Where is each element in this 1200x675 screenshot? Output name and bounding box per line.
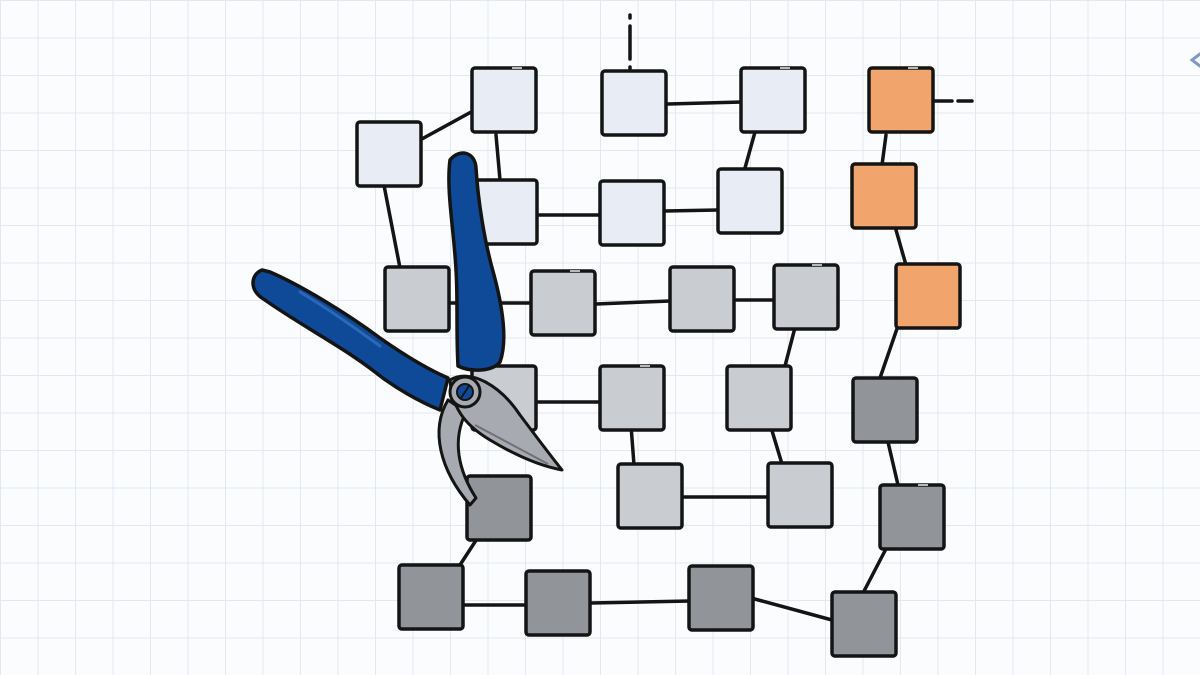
edge bbox=[594, 299, 672, 306]
pruning-shears-icon bbox=[251, 151, 564, 507]
edge bbox=[738, 593, 834, 622]
edge bbox=[894, 228, 908, 267]
node-accent bbox=[894, 262, 962, 330]
edge bbox=[663, 208, 720, 213]
node-layer bbox=[355, 66, 962, 658]
node-dark bbox=[397, 563, 465, 631]
node-mid bbox=[383, 265, 451, 333]
node-mid bbox=[616, 462, 684, 530]
edge bbox=[380, 173, 402, 270]
node-light bbox=[600, 69, 668, 137]
node-mid bbox=[772, 263, 840, 331]
node-light bbox=[355, 120, 423, 188]
node-mid bbox=[668, 265, 736, 333]
node-dark bbox=[524, 569, 592, 637]
node-mid bbox=[529, 269, 597, 337]
pruner-lower-blade bbox=[437, 398, 478, 507]
edge bbox=[589, 599, 692, 605]
node-accent bbox=[867, 66, 935, 134]
edge bbox=[880, 133, 888, 167]
node-mid bbox=[598, 364, 666, 432]
pruner-right-handle bbox=[447, 151, 506, 372]
node-dark bbox=[851, 376, 919, 444]
edge bbox=[860, 543, 890, 597]
edge bbox=[666, 100, 744, 106]
edge bbox=[494, 133, 502, 182]
edge bbox=[878, 318, 902, 380]
pruner-left-handle bbox=[251, 268, 450, 412]
node-light bbox=[598, 179, 666, 247]
node-dark bbox=[687, 564, 755, 632]
node-light bbox=[739, 66, 807, 134]
partial-arrow-icon bbox=[1189, 52, 1200, 68]
pruner-pivot-slot bbox=[460, 385, 470, 399]
node-dark bbox=[830, 590, 898, 658]
node-mid bbox=[766, 461, 834, 529]
node-mid bbox=[725, 364, 793, 432]
pruner-handle-highlight bbox=[298, 290, 382, 348]
node-accent bbox=[850, 162, 918, 230]
node-light bbox=[470, 66, 538, 134]
node-dark bbox=[878, 483, 946, 551]
node-dark bbox=[465, 474, 533, 542]
node-light bbox=[716, 167, 784, 235]
node-sketch-marks bbox=[512, 67, 928, 486]
edge bbox=[886, 440, 900, 487]
pruner-blade-edge bbox=[474, 424, 549, 465]
